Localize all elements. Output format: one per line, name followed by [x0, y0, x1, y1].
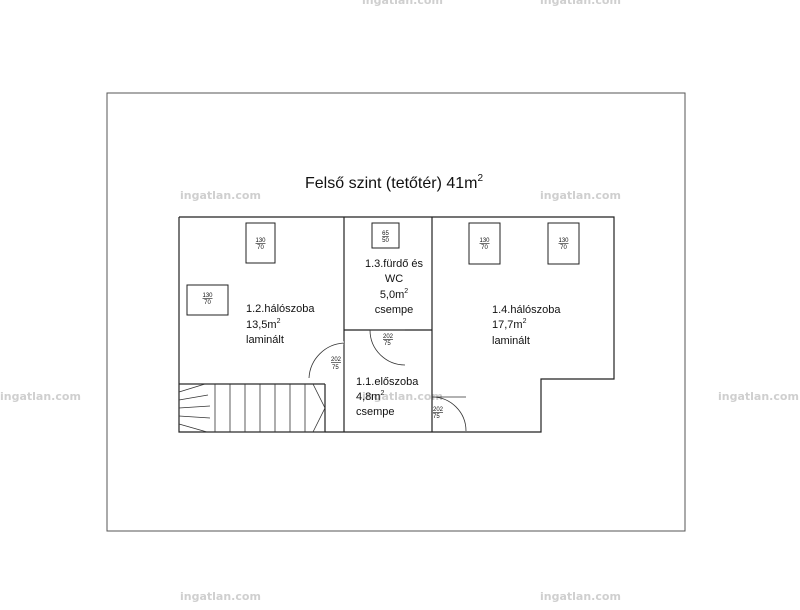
room-area: 4,8m2: [356, 390, 384, 403]
svg-text:50: 50: [382, 238, 389, 244]
watermark: ingatlan.com: [0, 390, 81, 403]
watermark: ingatlan.com: [362, 390, 443, 403]
room-floor: laminált: [492, 335, 530, 347]
walls: [178, 216, 615, 433]
svg-text:65: 65: [382, 231, 389, 237]
door-symbol: 202 75: [369, 329, 406, 366]
watermark: ingatlan.com: [540, 189, 621, 202]
svg-text:70: 70: [481, 245, 488, 251]
room-area: 17,7m2: [492, 318, 527, 331]
room-label-1-2: 1.2.hálószoba 13,5m2 laminált: [246, 303, 315, 346]
doors: 202 75 202 75 202 75: [308, 329, 467, 432]
windows: 130 70 130 70 65 50 130 70 130 70: [186, 222, 580, 316]
plan-title: Felső szint (tetőtér) 41m2: [305, 173, 484, 192]
window-symbol: 130 70: [468, 222, 501, 265]
window-symbol: 130 70: [186, 284, 229, 316]
window-symbol: 130 70: [547, 222, 580, 265]
drawing-frame: [106, 92, 686, 532]
room-area: 13,5m2: [246, 318, 281, 331]
room-label-1-3: 1.3.fürdő és WC 5,0m2 csempe: [365, 258, 424, 316]
room-name: 1.1.előszoba: [356, 376, 419, 388]
svg-text:70: 70: [204, 300, 211, 306]
door-symbol: 202 75: [431, 396, 467, 432]
svg-text:70: 70: [257, 245, 264, 251]
room-name-2: WC: [385, 273, 403, 285]
staircase: [178, 383, 326, 433]
svg-text:202: 202: [383, 334, 394, 340]
svg-text:130: 130: [255, 238, 266, 244]
room-floor: csempe: [356, 406, 395, 418]
window-symbol: 130 70: [245, 222, 276, 264]
watermark: ingatlan.com: [540, 590, 621, 603]
room-name: 1.2.hálószoba: [246, 303, 315, 315]
svg-text:130: 130: [558, 238, 569, 244]
svg-text:202: 202: [331, 357, 342, 363]
svg-text:130: 130: [202, 293, 213, 299]
room-area: 5,0m2: [380, 288, 408, 301]
room-floor: csempe: [375, 304, 414, 316]
watermark: ingatlan.com: [180, 590, 261, 603]
room-floor: laminált: [246, 334, 284, 346]
window-symbol: 65 50: [371, 222, 400, 249]
watermark: ingatlan.com: [180, 189, 261, 202]
room-name: 1.4.hálószoba: [492, 304, 561, 316]
watermark: ingatlan.com: [718, 390, 799, 403]
room-name: 1.3.fürdő és: [365, 258, 424, 270]
svg-text:202: 202: [433, 407, 444, 413]
svg-text:75: 75: [332, 365, 339, 371]
svg-text:70: 70: [560, 245, 567, 251]
room-label-1-4: 1.4.hálószoba 17,7m2 laminált: [492, 304, 561, 347]
svg-text:130: 130: [479, 238, 490, 244]
svg-text:75: 75: [433, 414, 440, 420]
room-label-1-1: 1.1.előszoba 4,8m2 csempe: [356, 376, 419, 418]
watermark: ingatlan.com: [362, 0, 443, 7]
watermark: ingatlan.com: [540, 0, 621, 7]
door-symbol: 202 75: [308, 341, 345, 380]
svg-text:75: 75: [384, 341, 391, 347]
